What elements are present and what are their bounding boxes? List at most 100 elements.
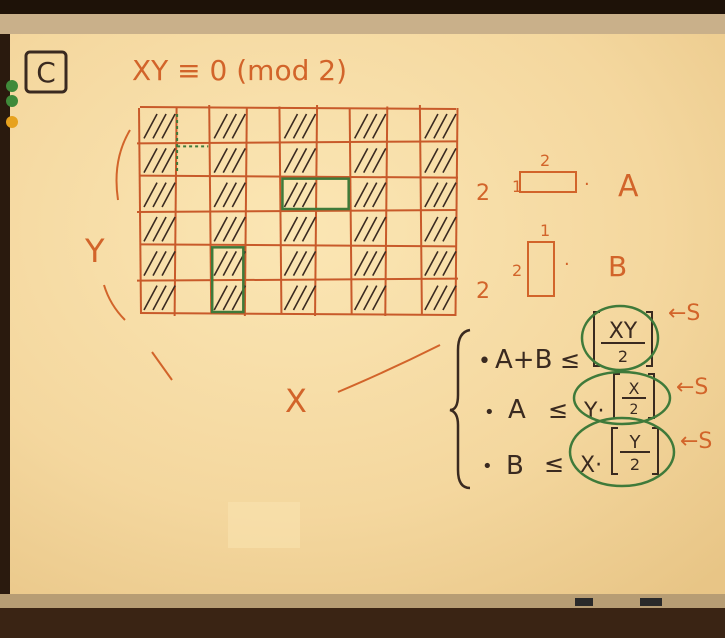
grid-line bbox=[231, 216, 247, 242]
dashed-guide bbox=[176, 114, 209, 173]
grid-line bbox=[161, 147, 176, 174]
grid-line bbox=[283, 285, 299, 311]
grid-line bbox=[424, 113, 439, 139]
green-magnet-icon bbox=[6, 95, 18, 107]
grid-line bbox=[139, 243, 458, 248]
grid-line bbox=[222, 147, 238, 174]
grid-line bbox=[433, 216, 448, 242]
constraint-row-2: • A ≤ Y· X 2 ←S bbox=[484, 370, 708, 426]
piece-b-width-label: 2 bbox=[512, 261, 522, 280]
grid-line bbox=[213, 182, 228, 208]
grid-line bbox=[442, 113, 457, 139]
grid-line bbox=[136, 140, 458, 145]
grid-line bbox=[362, 250, 378, 277]
grid-line bbox=[283, 147, 299, 174]
constraint-numerator: Y bbox=[629, 432, 642, 453]
grid-line bbox=[353, 147, 369, 174]
grid-line bbox=[362, 113, 378, 139]
constraint-lhs: B bbox=[506, 451, 524, 481]
grid-line bbox=[161, 250, 176, 277]
constraint-relation: ≤ bbox=[544, 450, 564, 478]
grid-line bbox=[152, 182, 167, 208]
grid-line bbox=[433, 113, 448, 139]
grid-line bbox=[283, 250, 299, 277]
constraint-denominator: 2 bbox=[630, 455, 640, 474]
grid-line bbox=[442, 182, 457, 208]
highlight-circle bbox=[580, 304, 660, 372]
grid-line bbox=[213, 147, 228, 174]
grid-line bbox=[143, 285, 158, 311]
grid-line bbox=[424, 216, 439, 242]
grid-line bbox=[222, 250, 238, 277]
grid-line bbox=[424, 147, 439, 174]
corner-label-box bbox=[24, 50, 68, 94]
grid-line bbox=[231, 113, 247, 139]
grid-line bbox=[208, 104, 213, 315]
svg-text:•: • bbox=[484, 402, 495, 423]
grid-line bbox=[362, 182, 378, 208]
grid-line bbox=[372, 113, 387, 139]
grid-line bbox=[433, 250, 448, 277]
piece-a-diagram: 2 1 2 · A bbox=[476, 151, 639, 206]
svg-text:•: • bbox=[478, 349, 491, 374]
grid-line bbox=[222, 113, 238, 139]
grid-line bbox=[213, 113, 228, 139]
piece-a-multiplier: 2 bbox=[476, 181, 490, 206]
grid-line bbox=[152, 250, 167, 277]
yellow-magnet-icon bbox=[6, 116, 18, 128]
constraint-numerator: X bbox=[629, 379, 640, 398]
grid-line bbox=[424, 285, 439, 311]
piece-b-multiplier: 2 bbox=[476, 279, 490, 304]
grid-line bbox=[213, 285, 228, 311]
grid-line bbox=[143, 182, 158, 208]
grid-line bbox=[143, 250, 158, 277]
grid-line bbox=[301, 113, 317, 139]
piece-a-width-label: 1 bbox=[512, 177, 522, 196]
constraint-denominator: 2 bbox=[630, 402, 639, 418]
constraint-lhs: A+B bbox=[495, 345, 552, 375]
grid-line bbox=[353, 250, 369, 277]
marker-tray bbox=[0, 594, 725, 608]
eraser-smudge bbox=[228, 502, 300, 548]
grid-line bbox=[301, 147, 317, 174]
grid-line bbox=[424, 182, 439, 208]
grid-line bbox=[292, 113, 308, 139]
highlighted-tile bbox=[210, 246, 245, 314]
constraint-prefix: X· bbox=[580, 453, 602, 478]
grid-line bbox=[372, 147, 387, 174]
grid-line bbox=[213, 250, 228, 277]
constraint-row-3: • B ≤ X· Y 2 ←S bbox=[482, 416, 712, 488]
grid-line bbox=[136, 209, 457, 213]
grid-line bbox=[292, 216, 308, 242]
grid-line bbox=[222, 285, 238, 311]
grid-line bbox=[433, 147, 448, 174]
piece-b-length-label: 1 bbox=[540, 221, 550, 240]
grid-line bbox=[372, 250, 387, 277]
grid-line bbox=[139, 312, 457, 316]
grid-line bbox=[362, 216, 378, 242]
x-dimension-label: X bbox=[285, 382, 307, 420]
grid-line bbox=[292, 182, 308, 208]
grid-line bbox=[442, 285, 457, 311]
svg-text:•: • bbox=[482, 456, 493, 477]
grid-line bbox=[152, 113, 167, 139]
grid-line bbox=[152, 147, 167, 174]
grid-line bbox=[301, 182, 317, 208]
grid-line bbox=[301, 250, 317, 277]
grid-line bbox=[292, 250, 308, 277]
header-congruence: XY ≡ 0 (mod 2) bbox=[132, 54, 347, 87]
grid-line bbox=[283, 216, 299, 242]
constraint-arrow-label: ←S bbox=[676, 375, 708, 400]
grid-line bbox=[424, 250, 439, 277]
grid-line bbox=[372, 216, 387, 242]
grid-line bbox=[222, 216, 238, 242]
grid-line bbox=[161, 182, 176, 208]
grid-line bbox=[222, 182, 238, 208]
constraint-brace bbox=[449, 328, 471, 490]
grid-line bbox=[283, 182, 299, 208]
constraint-numerator: XY bbox=[609, 319, 638, 344]
constraint-arrow-label: ←S bbox=[668, 301, 700, 326]
grid-line bbox=[161, 113, 176, 139]
grid-line bbox=[292, 285, 308, 311]
